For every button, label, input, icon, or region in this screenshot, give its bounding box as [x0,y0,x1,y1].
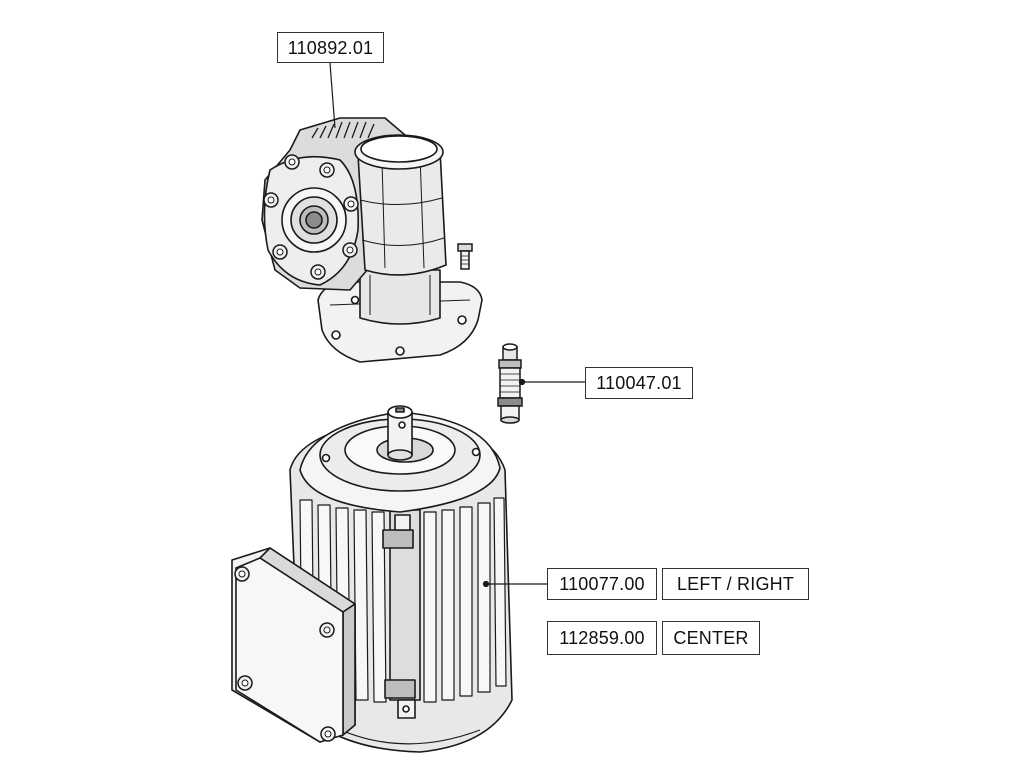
gearbox-part-number: 110892.01 [277,32,384,63]
sensor-part-number: 110047.01 [585,367,693,399]
leader-lines [329,62,585,588]
leader-gearbox [329,62,336,129]
motor-left-right-note: LEFT / RIGHT [662,568,809,600]
motor-left-right-part-number: 110077.00 [547,568,657,600]
leader-sensor-dot [518,378,526,386]
gearbox-illustration [261,117,483,363]
motor-center-part-number: 112859.00 [547,621,657,655]
motor-illustration [231,405,513,753]
loose-bolt-illustration [457,243,473,270]
leader-motor-dot [482,580,490,588]
sensor-illustration [497,343,523,424]
motor-center-note: CENTER [662,621,760,655]
